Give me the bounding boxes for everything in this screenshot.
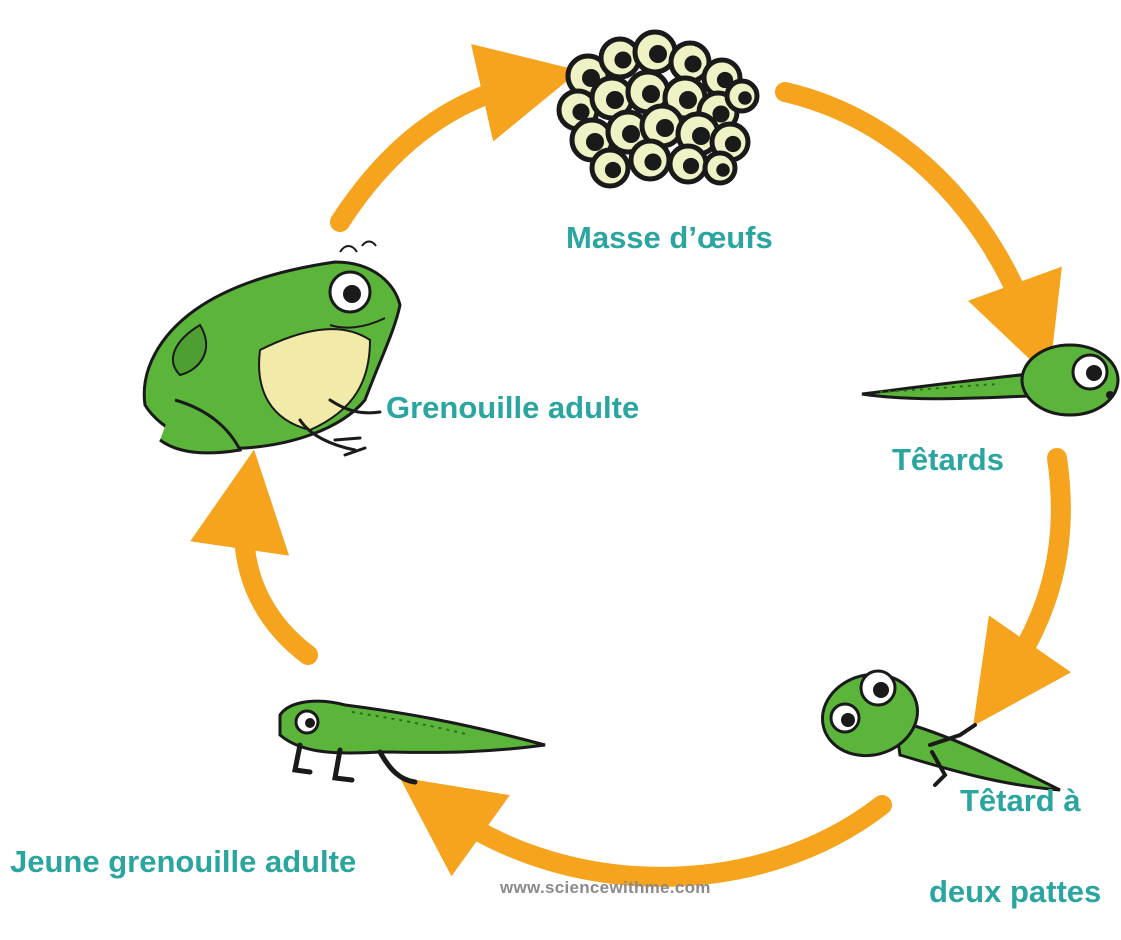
tadpole-with-legs-icon (813, 664, 1060, 790)
arrow-eggs-to-tadpoles (785, 92, 1030, 325)
arrow-adult-to-eggs (340, 83, 525, 222)
tadpole-icon (862, 345, 1118, 415)
label-egg-mass: Masse d’œufs (566, 222, 773, 253)
arrow-legs-to-froglet (445, 805, 882, 877)
egg-mass-icon (559, 32, 757, 186)
label-tadpole-legs-line1: Têtard à (960, 785, 1081, 816)
label-tadpole-legs-line2: deux pattes (929, 876, 1101, 907)
froglet-icon (280, 701, 545, 782)
watermark: www.sciencewithme.com (500, 878, 711, 898)
arrow-froglet-to-adult (244, 505, 308, 655)
label-adult-frog: Grenouille adulte (386, 392, 639, 423)
label-froglet: Jeune grenouille adulte (10, 846, 356, 877)
adult-frog-icon (144, 242, 400, 456)
arrow-tadpoles-to-legs (1005, 458, 1061, 680)
label-tadpoles: Têtards (892, 444, 1004, 475)
